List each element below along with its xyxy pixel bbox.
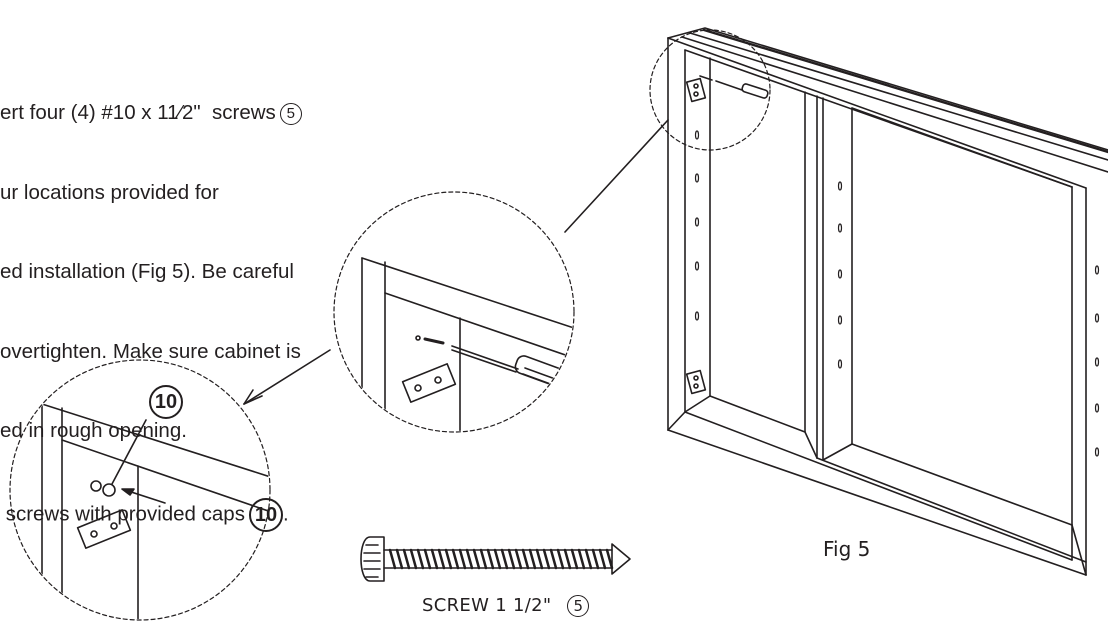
leader-line-1 [564, 119, 669, 233]
instruction-line-5: ed in rough opening. [0, 419, 187, 442]
cap-callout-badge: 10 [149, 385, 183, 419]
instruction-line-2: ur locations provided for [0, 180, 219, 204]
figure-label: Fig 5 [823, 537, 871, 561]
shelf-pin-holes [694, 130, 1100, 457]
magnify-circle-cabinet [649, 29, 771, 151]
screw-illustration [360, 536, 631, 582]
mounting-bracket-bottom [685, 369, 707, 395]
small-screwdriver-icon [699, 75, 769, 99]
part-number-5-badge: 5 [279, 102, 302, 125]
detail-circle-screwdriver [333, 191, 575, 433]
screw-label: SCREW 1 1/2"5 [422, 595, 590, 617]
instruction-line-3: ed installation (Fig 5). Be careful [0, 260, 294, 283]
leader-arrow-2 [243, 349, 331, 405]
instruction-line-4: overtighten. Make sure cabinet is [0, 339, 301, 363]
part-number-5-badge-screw: 5 [567, 595, 590, 617]
detail-circle-cap [9, 359, 271, 621]
cabinet-illustration [649, 27, 1108, 576]
mounting-bracket-top [685, 77, 707, 103]
